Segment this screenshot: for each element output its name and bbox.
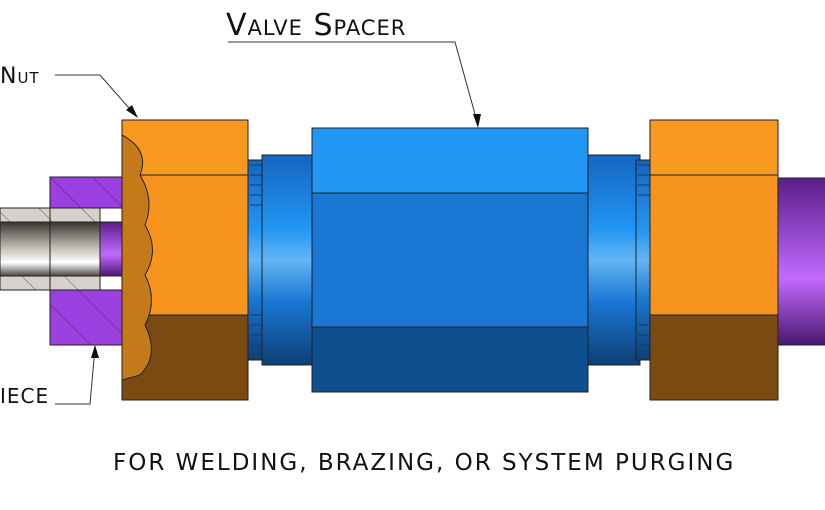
leader-lines [55, 41, 479, 405]
valve-spacer-label: Valve Spacer [226, 8, 407, 43]
caption: FOR WELDING, BRAZING, OR SYSTEM PURGING [113, 450, 736, 476]
threads-left [247, 159, 265, 361]
nut-right [649, 119, 779, 401]
tailpiece-right [777, 177, 825, 346]
nut-left [121, 119, 249, 401]
tailpiece-label: IECE [0, 384, 50, 408]
leader-arrowheads [91, 105, 481, 358]
valve-spacer-body [261, 127, 641, 393]
threads-right [635, 159, 653, 361]
nut-label: Nut [0, 64, 40, 89]
